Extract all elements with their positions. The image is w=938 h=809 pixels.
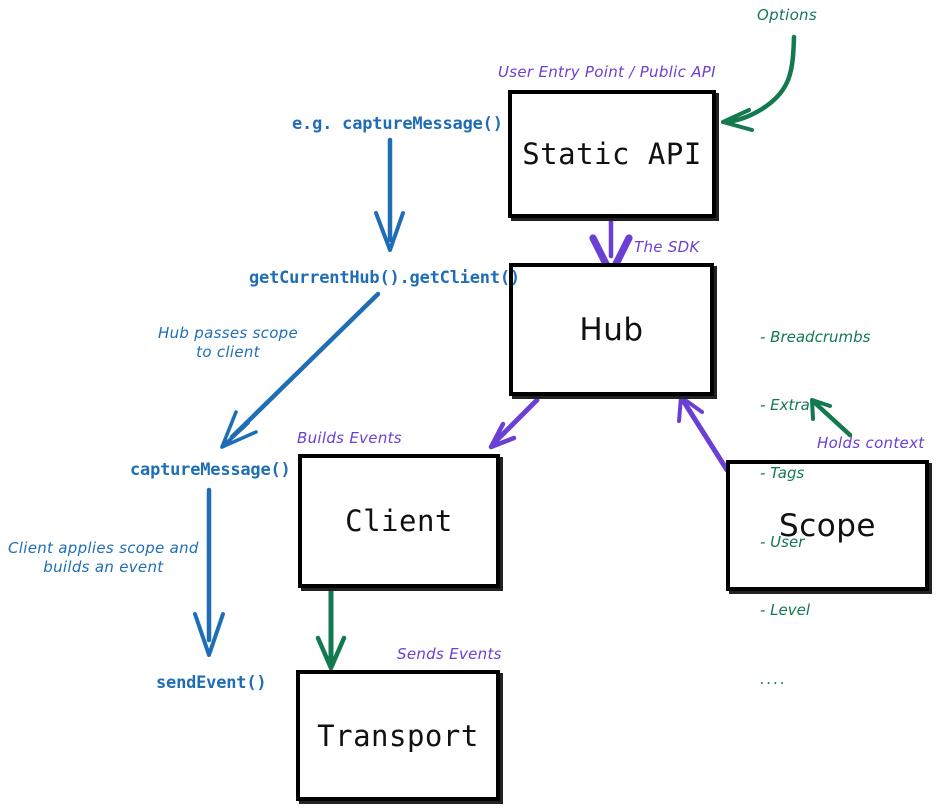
context-list-item: - User [760, 532, 805, 551]
edge-eg-to-getclient [374, 137, 405, 252]
node-static-api[interactable]: Static API [508, 90, 716, 218]
edge-scope-to-hub [677, 395, 730, 473]
context-list-item: - Extra [760, 395, 810, 414]
node-static-api-label: Static API [522, 137, 702, 171]
annotation-sends-events: Sends Events [397, 645, 502, 663]
annotation-the-sdk: The SDK [634, 238, 700, 256]
annotation-holds-context: Holds context [817, 434, 925, 452]
node-client[interactable]: Client [298, 454, 500, 588]
edge-hub-to-client [488, 397, 540, 450]
context-list-item: - Tags [760, 464, 805, 483]
edge-options-to-static-api [721, 34, 797, 132]
annotation-builds-events: Builds Events [297, 429, 402, 447]
edge-client-to-transport [315, 587, 347, 671]
code-label-eg-capture-message: e.g. captureMessage() [292, 114, 503, 134]
context-list-item: - Level [760, 601, 811, 620]
code-label-send-event: sendEvent() [156, 673, 267, 693]
annotation-client-applies-scope: Client applies scope and builds an event [8, 539, 199, 576]
context-list: - Breadcrumbs - Extra - Tags - User - Le… [760, 280, 870, 736]
node-hub[interactable]: Hub [509, 263, 714, 396]
node-scope[interactable]: Scope [726, 460, 929, 591]
node-hub-label: Hub [579, 311, 644, 348]
node-client-label: Client [345, 504, 453, 538]
context-list-ellipsis: .... [760, 669, 788, 688]
node-transport[interactable]: Transport [296, 670, 500, 801]
annotation-user-entry-point: User Entry Point / Public API [498, 63, 716, 81]
node-transport-label: Transport [317, 718, 479, 753]
annotation-hub-passes-scope: Hub passes scope to client [158, 324, 299, 361]
code-label-capture-message: captureMessage() [130, 460, 291, 480]
node-scope-label: Scope [779, 507, 876, 544]
annotation-options: Options [757, 6, 817, 24]
context-list-item: - Breadcrumbs [760, 327, 871, 346]
edge-capturemessage-to-sendevent [193, 487, 225, 657]
code-label-get-current-hub: getCurrentHub().getClient() [249, 268, 520, 288]
edge-getclient-to-capturemessage [220, 291, 381, 449]
